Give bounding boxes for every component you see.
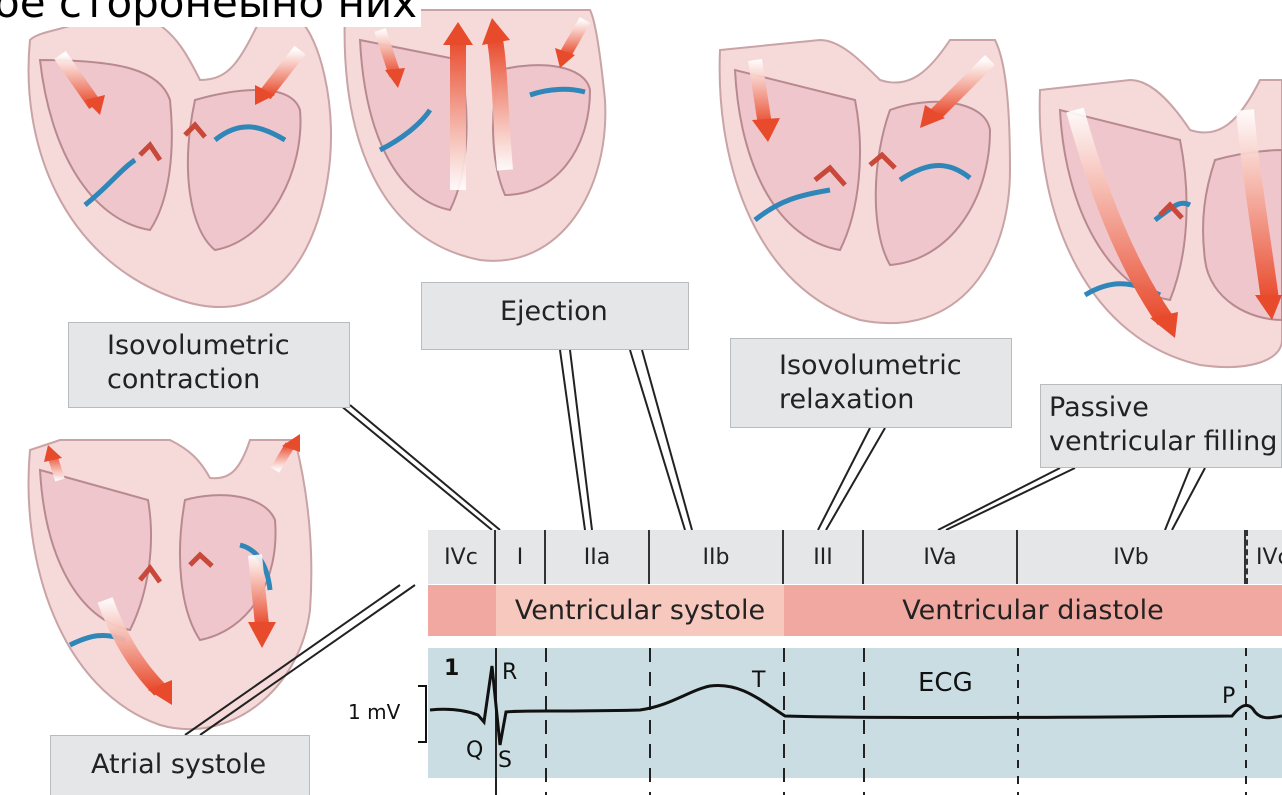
scale-bracket <box>418 686 426 742</box>
ecg-label-q: Q <box>466 738 483 763</box>
ecg-label-s: S <box>498 748 512 773</box>
ecg-label-t: T <box>752 668 765 693</box>
ecg-label-p: P <box>1222 684 1235 709</box>
ecg-scale-label: 1 mV <box>348 700 400 724</box>
ecg-waveform <box>430 666 1282 745</box>
ecg-label-r: R <box>502 660 517 685</box>
ecg-panel-number: 1 <box>444 656 459 681</box>
ecg-title: ECG <box>918 668 973 698</box>
